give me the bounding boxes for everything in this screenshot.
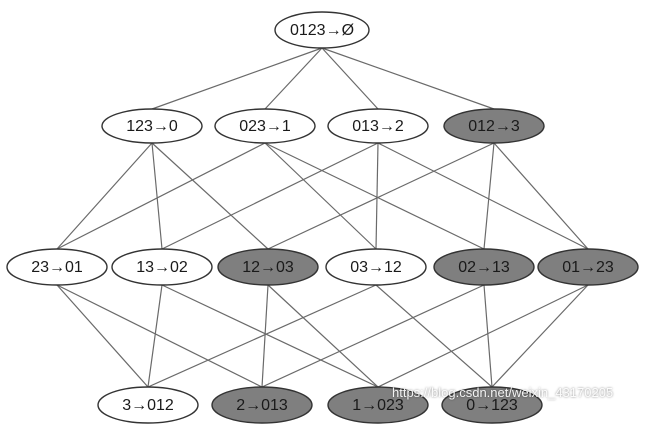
node-ellipse — [217, 248, 319, 286]
edge-n123-n23 — [56, 142, 153, 250]
node-ellipse — [274, 11, 370, 49]
node-ellipse — [101, 108, 203, 144]
watermark: https://blog.csdn.net/weixin_43170205 — [392, 385, 614, 400]
node-label: 1→023 — [352, 397, 404, 414]
node-ellipse — [443, 108, 545, 144]
node-label: 3→012 — [122, 397, 174, 414]
node-label: 12→03 — [242, 259, 294, 276]
node-ellipse — [211, 386, 313, 424]
node-ellipse — [6, 248, 108, 286]
edge-n023-n02 — [264, 142, 485, 250]
node-123: 123→0 — [101, 108, 203, 144]
node-13: 13→02 — [111, 248, 213, 286]
node-label: 23→01 — [31, 259, 83, 276]
edge-n0123-n012 — [321, 47, 495, 110]
edge-n023-n23 — [56, 142, 266, 250]
node-label: 13→02 — [136, 259, 188, 276]
edge-n123-n12 — [151, 142, 269, 250]
edge-n23-n2 — [56, 284, 263, 388]
edge-n0123-n013 — [321, 47, 379, 110]
node-label: 013→2 — [352, 118, 404, 135]
edge-n013-n03 — [375, 142, 379, 250]
node-label: 023→1 — [239, 118, 291, 135]
edge-n02-n0 — [483, 284, 493, 388]
node-1: 1→023 — [327, 386, 429, 424]
node-label: 012→3 — [468, 118, 520, 135]
node-ellipse — [327, 108, 429, 144]
node-013: 013→2 — [327, 108, 429, 144]
node-label: 2→013 — [236, 397, 288, 414]
edge-n03-n3 — [147, 284, 377, 388]
edge-n13-n1 — [161, 284, 379, 388]
node-ellipse — [97, 386, 199, 424]
edges-layer — [56, 47, 589, 388]
node-ellipse — [111, 248, 213, 286]
edge-n0123-n023 — [264, 47, 323, 110]
edge-n123-n13 — [151, 142, 163, 250]
edge-n02-n2 — [261, 284, 485, 388]
node-label: 02→13 — [458, 259, 510, 276]
node-03: 03→12 — [325, 248, 427, 286]
nodes-layer: 0123→Ø 123→0 023→1 013→2 012→3 23→01 13→02 12→0… — [6, 11, 639, 424]
node-01: 01→23 — [537, 248, 639, 286]
node-ellipse — [325, 248, 427, 286]
node-12: 12→03 — [217, 248, 319, 286]
node-ellipse — [537, 248, 639, 286]
edge-n013-n13 — [161, 142, 379, 250]
node-label: 0→123 — [466, 397, 518, 414]
edge-n12-n1 — [267, 284, 379, 388]
edge-n23-n3 — [56, 284, 149, 388]
node-0123: 0123→Ø — [274, 11, 370, 49]
node-0: 0→123 — [441, 386, 543, 424]
node-3: 3→012 — [97, 386, 199, 424]
edge-n012-n12 — [267, 142, 495, 250]
edge-n13-n3 — [147, 284, 163, 388]
edge-n013-n01 — [377, 142, 589, 250]
edge-n03-n0 — [375, 284, 493, 388]
node-ellipse — [441, 386, 543, 424]
node-2: 2→013 — [211, 386, 313, 424]
node-ellipse — [327, 386, 429, 424]
node-23: 23→01 — [6, 248, 108, 286]
node-label: 0123→Ø — [290, 22, 354, 39]
node-ellipse — [433, 248, 535, 286]
node-02: 02→13 — [433, 248, 535, 286]
edge-n023-n03 — [264, 142, 377, 250]
node-label: 03→12 — [350, 259, 402, 276]
node-label: 123→0 — [126, 118, 178, 135]
edge-n01-n0 — [491, 284, 589, 388]
edge-n012-n02 — [483, 142, 495, 250]
edge-n0123-n123 — [151, 47, 323, 110]
edge-n012-n01 — [493, 142, 589, 250]
node-label: 01→23 — [562, 259, 614, 276]
node-012: 012→3 — [443, 108, 545, 144]
node-023: 023→1 — [214, 108, 316, 144]
edge-n01-n1 — [377, 284, 589, 388]
edge-n12-n2 — [261, 284, 269, 388]
node-ellipse — [214, 108, 316, 144]
